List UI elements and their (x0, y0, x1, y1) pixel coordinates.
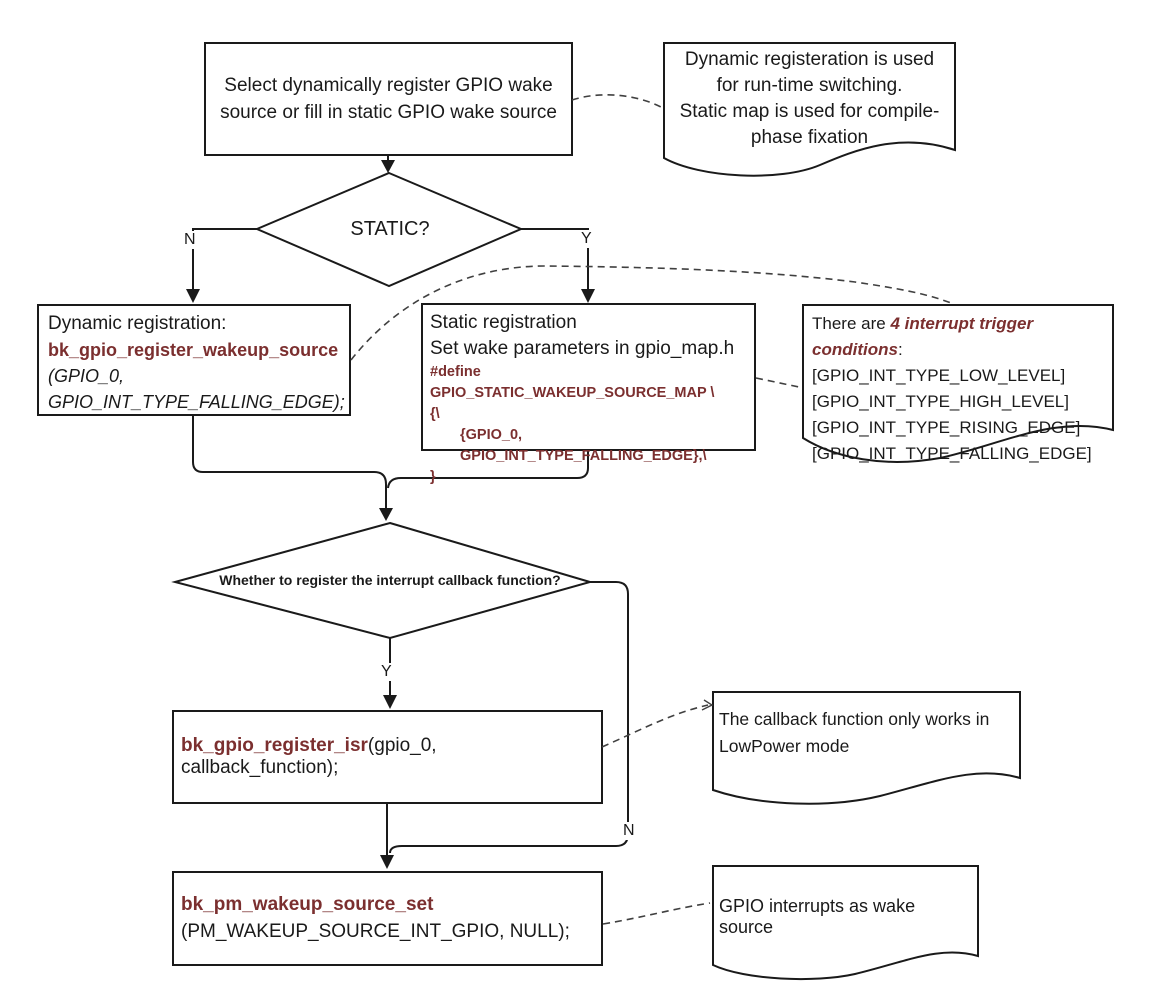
trigger-note-prefix: There are (812, 314, 891, 333)
isr-box-function: bk_gpio_register_isr (181, 735, 368, 756)
dynamic-box-title: Dynamic registration: (48, 313, 227, 334)
trigger-note-headline: There are 4 interrupt trigger conditions… (812, 311, 1108, 363)
decision-static-shape (254, 171, 524, 288)
edge-callback-no (389, 581, 629, 854)
static-box-code4: } (430, 469, 436, 485)
pm-box-args: (PM_WAKEUP_SOURCE_INT_GPIO, NULL); (181, 921, 570, 942)
dynamic-box-function: bk_gpio_register_wakeup_source (48, 340, 339, 360)
static-box-code3: {GPIO_0, GPIO_INT_TYPE_FALLING_EDGE},\ (460, 427, 707, 464)
static-box-title: Static registration (430, 312, 577, 333)
callback-note-text: The callback function only works in LowP… (719, 709, 990, 756)
dynamic-box-arg1: (GPIO_0, (48, 366, 125, 386)
registration-note-shape (663, 42, 956, 177)
dashed-static-to-trigger-note (755, 377, 800, 388)
pm-box-text: bk_pm_wakeup_source_set (PM_WAKEUP_SOURC… (181, 891, 596, 945)
dynamic-box-arg2: GPIO_INT_TYPE_FALLING_EDGE); (48, 392, 345, 412)
wake-note-shape (712, 865, 979, 981)
edge-static-merge (387, 450, 589, 489)
arrow-into-dynamic-box (186, 289, 200, 303)
edge-static-yes (521, 228, 589, 291)
arrow-into-pm-box (380, 855, 394, 869)
static-box-code1: #define GPIO_STATIC_WAKEUP_SOURCE_MAP \ (430, 364, 715, 401)
static-box-code2: {\ (430, 406, 440, 422)
wake-note-text: GPIO interrupts as wake source (719, 896, 916, 937)
isr-box-args: (gpio_0, callback_function); (181, 735, 437, 778)
edge-label-static-yes: Y (578, 230, 595, 248)
trigger-note-suffix: : (897, 340, 903, 359)
dashed-pm-to-wake-note (602, 902, 711, 925)
registration-note-text: Dynamic registeration is used for run-ti… (679, 49, 940, 148)
arrow-into-callback-decision (379, 508, 393, 521)
static-box-subtitle: Set wake parameters in gpio_map.h (430, 338, 735, 359)
isr-box-text: bk_gpio_register_isr(gpio_0, callback_fu… (181, 711, 596, 803)
decision-static-label: STATIC? (350, 218, 430, 240)
start-box-label: Select dynamically register GPIO wake so… (220, 75, 557, 123)
edge-label-callback-yes: Y (378, 663, 395, 681)
dashed-arrowhead-callback-note (701, 699, 714, 711)
dynamic-box-shape (37, 304, 351, 416)
static-box-text: Static registration Set wake parameters … (430, 310, 750, 488)
pm-box-shape (172, 871, 603, 966)
trigger-note-text: There are 4 interrupt trigger conditions… (812, 311, 1108, 467)
dashed-yes-to-trigger-note (350, 265, 952, 361)
dashed-isr-to-callback-note (601, 704, 709, 748)
start-box-shape (204, 42, 573, 156)
trigger-note-emphasis: 4 interrupt trigger conditions (812, 314, 1034, 359)
edge-label-static-no: N (181, 231, 199, 249)
trigger-note-shape (802, 304, 1114, 463)
pm-box-function: bk_pm_wakeup_source_set (181, 894, 434, 915)
arrow-into-static-decision (381, 160, 395, 173)
callback-note-shape (712, 691, 1021, 805)
arrow-into-static-box (581, 289, 595, 303)
static-box-shape (421, 303, 756, 451)
arrow-into-isr-box (383, 695, 397, 709)
dashed-start-to-note (571, 94, 662, 108)
edge-label-callback-no: N (620, 822, 638, 840)
edge-dynamic-merge (192, 415, 387, 509)
edge-static-no (192, 228, 257, 291)
isr-box-shape (172, 710, 603, 804)
trigger-note-items: [GPIO_INT_TYPE_LOW_LEVEL] [GPIO_INT_TYPE… (812, 366, 1092, 463)
decision-callback-label: Whether to register the interrupt callba… (219, 572, 561, 588)
dynamic-box-text: Dynamic registration: bk_gpio_register_w… (48, 311, 348, 415)
